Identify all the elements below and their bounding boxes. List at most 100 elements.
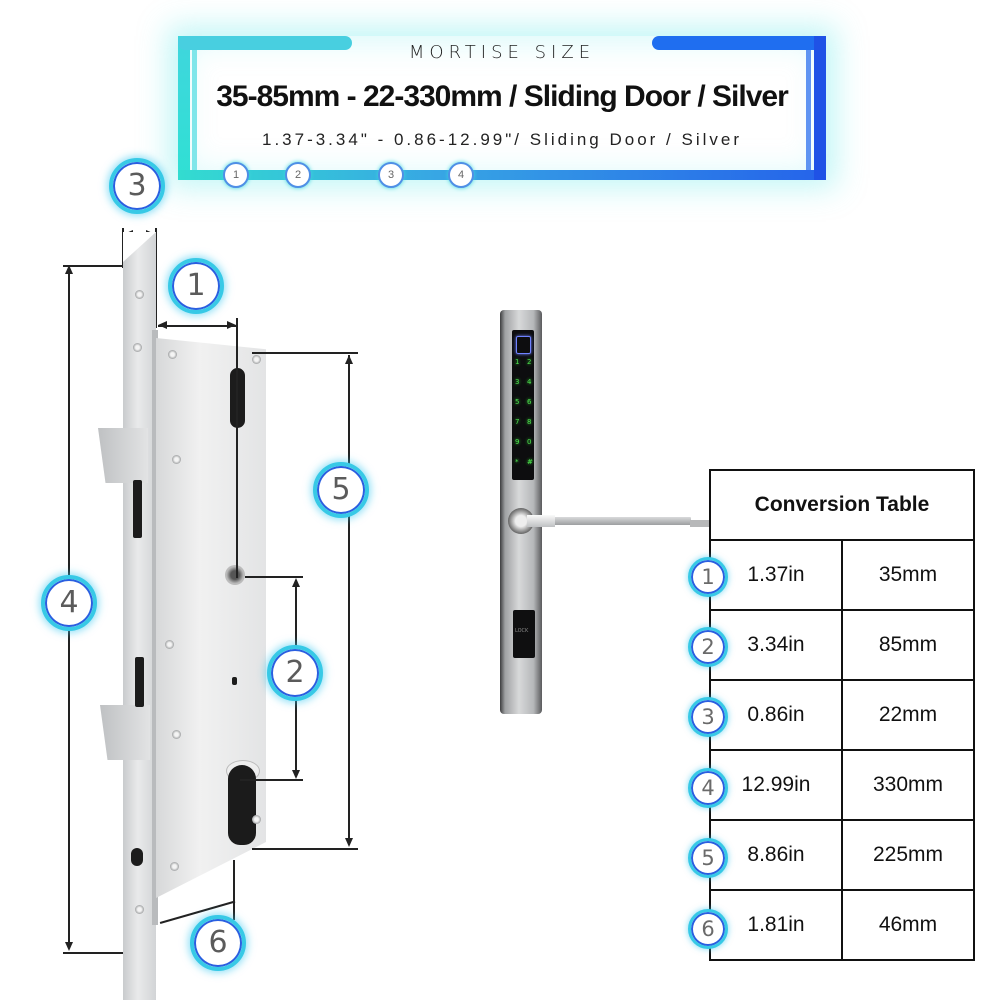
keypad-key: 7	[515, 418, 520, 426]
inches-cell: 1.37in	[709, 539, 843, 611]
keypad-key: 8	[527, 418, 532, 426]
dim2-bottom-line	[240, 779, 303, 781]
conversion-table: Conversion Table 1.37in 35mm 3.34in 85mm…	[709, 469, 975, 961]
frame-top-right-bar	[652, 36, 826, 50]
dim5-top-line	[252, 352, 358, 354]
keypad-key: 0	[527, 438, 532, 446]
header-subtitle: 1.37-3.34" - 0.86-12.99"/ Sliding Door /…	[261, 130, 743, 149]
lower-hook-bolt	[100, 705, 150, 760]
touch-keypad	[512, 330, 534, 480]
table-row: 0.86in 22mm	[709, 679, 975, 751]
keypad-key: 1	[515, 358, 520, 366]
upper-hook-bolt	[98, 428, 148, 483]
row-badge-4: 4	[688, 768, 728, 808]
table-row: 1.81in 46mm	[709, 889, 975, 961]
fingerprint-sensor-icon	[516, 336, 531, 354]
dimension-badge-2: 2	[267, 645, 323, 701]
dim1-vertical-guide	[236, 318, 238, 578]
table-row: 12.99in 330mm	[709, 749, 975, 821]
screw-icon	[135, 905, 144, 914]
inches-cell: 1.81in	[709, 889, 843, 961]
reader-logo: LOCK	[515, 628, 529, 634]
dim6-guide	[233, 860, 235, 920]
faceplate-hole	[131, 848, 143, 866]
lock-faceplate	[123, 232, 156, 1000]
mm-cell: 225mm	[841, 819, 975, 891]
frame-left-inner-bar	[192, 50, 197, 170]
screw-icon	[165, 640, 174, 649]
keypad-key: 3	[515, 378, 520, 386]
frame-right-bar	[814, 36, 826, 180]
screw-icon	[172, 730, 181, 739]
table-row: 1.37in 35mm	[709, 539, 975, 611]
frame-bottom-bar	[178, 170, 826, 180]
dim5-line	[348, 355, 350, 845]
screw-icon	[135, 290, 144, 299]
lock-body-edge	[152, 330, 158, 925]
row-badge-3: 3	[688, 697, 728, 737]
dimension-badge-4: 4	[41, 575, 97, 631]
inches-cell: 0.86in	[709, 679, 843, 751]
inches-cell: 3.34in	[709, 609, 843, 681]
dimension-badge-5: 5	[313, 462, 369, 518]
screw-icon	[252, 815, 261, 824]
latch-slot	[230, 368, 245, 428]
screw-icon	[133, 343, 142, 352]
faceplate-bevel	[123, 232, 156, 262]
header-kicker: MORTISE SIZE	[408, 42, 596, 63]
dimension-badge-6: 6	[190, 915, 246, 971]
dimension-badge-3: 3	[109, 158, 165, 214]
frame-top-left-bar	[178, 36, 352, 50]
dim4-top-line	[63, 265, 125, 267]
dim2-arrow-up-icon	[292, 578, 300, 587]
row-badge-1: 1	[688, 557, 728, 597]
spindle-hole	[225, 565, 245, 585]
dim1-line	[158, 325, 236, 327]
header-dot-4: 4	[448, 162, 474, 188]
handle-lever	[527, 517, 691, 525]
lower-hook-slot	[135, 657, 144, 707]
dim5-bottom-line	[252, 848, 358, 850]
keypad-key: *	[515, 458, 519, 466]
keypad-key: 4	[527, 378, 532, 386]
dimension-badge-1: 1	[168, 258, 224, 314]
keypad-key: 6	[527, 398, 532, 406]
row-badge-6: 6	[688, 909, 728, 949]
dim5-arrow-up-icon	[345, 355, 353, 364]
mortise-lock-diagram: 3 1 5 4 2 6	[0, 0, 420, 1000]
dim2-arrow-down-icon	[292, 770, 300, 779]
upper-hook-slot	[133, 480, 142, 538]
keypad-key: #	[527, 458, 533, 466]
handle-to-table-connector	[690, 520, 710, 527]
card-reader	[513, 610, 535, 658]
mm-cell: 35mm	[841, 539, 975, 611]
dim1-arrow-left-icon	[158, 321, 167, 329]
inches-cell: 12.99in	[709, 749, 843, 821]
table-row: 8.86in 225mm	[709, 819, 975, 891]
dim3-right-tick	[155, 228, 157, 328]
keypad-key: 9	[515, 438, 520, 446]
inches-cell: 8.86in	[709, 819, 843, 891]
mm-cell: 330mm	[841, 749, 975, 821]
header-title: 35-85mm - 22-330mm / Sliding Door / Silv…	[216, 80, 789, 113]
table-header-row: Conversion Table	[709, 469, 975, 541]
mm-cell: 22mm	[841, 679, 975, 751]
screw-icon	[252, 355, 261, 364]
dim1-arrow-right-icon	[227, 321, 236, 329]
keyhole	[232, 677, 237, 685]
dim2-top-line	[245, 576, 303, 578]
mm-cell: 46mm	[841, 889, 975, 961]
dim5-arrow-down-icon	[345, 838, 353, 847]
header-dot-3: 3	[378, 162, 404, 188]
dim4-arrow-up-icon	[65, 265, 73, 274]
mm-cell: 85mm	[841, 609, 975, 681]
row-badge-5: 5	[688, 838, 728, 878]
frame-left-bar	[178, 36, 190, 178]
header-dot-1: 1	[223, 162, 249, 188]
keypad-key: 5	[515, 398, 520, 406]
keypad-key: 2	[527, 358, 532, 366]
table-title: Conversion Table	[709, 469, 975, 541]
table-row: 3.34in 85mm	[709, 609, 975, 681]
dim4-arrow-down-icon	[65, 942, 73, 951]
handle-lever-collar	[527, 515, 555, 527]
